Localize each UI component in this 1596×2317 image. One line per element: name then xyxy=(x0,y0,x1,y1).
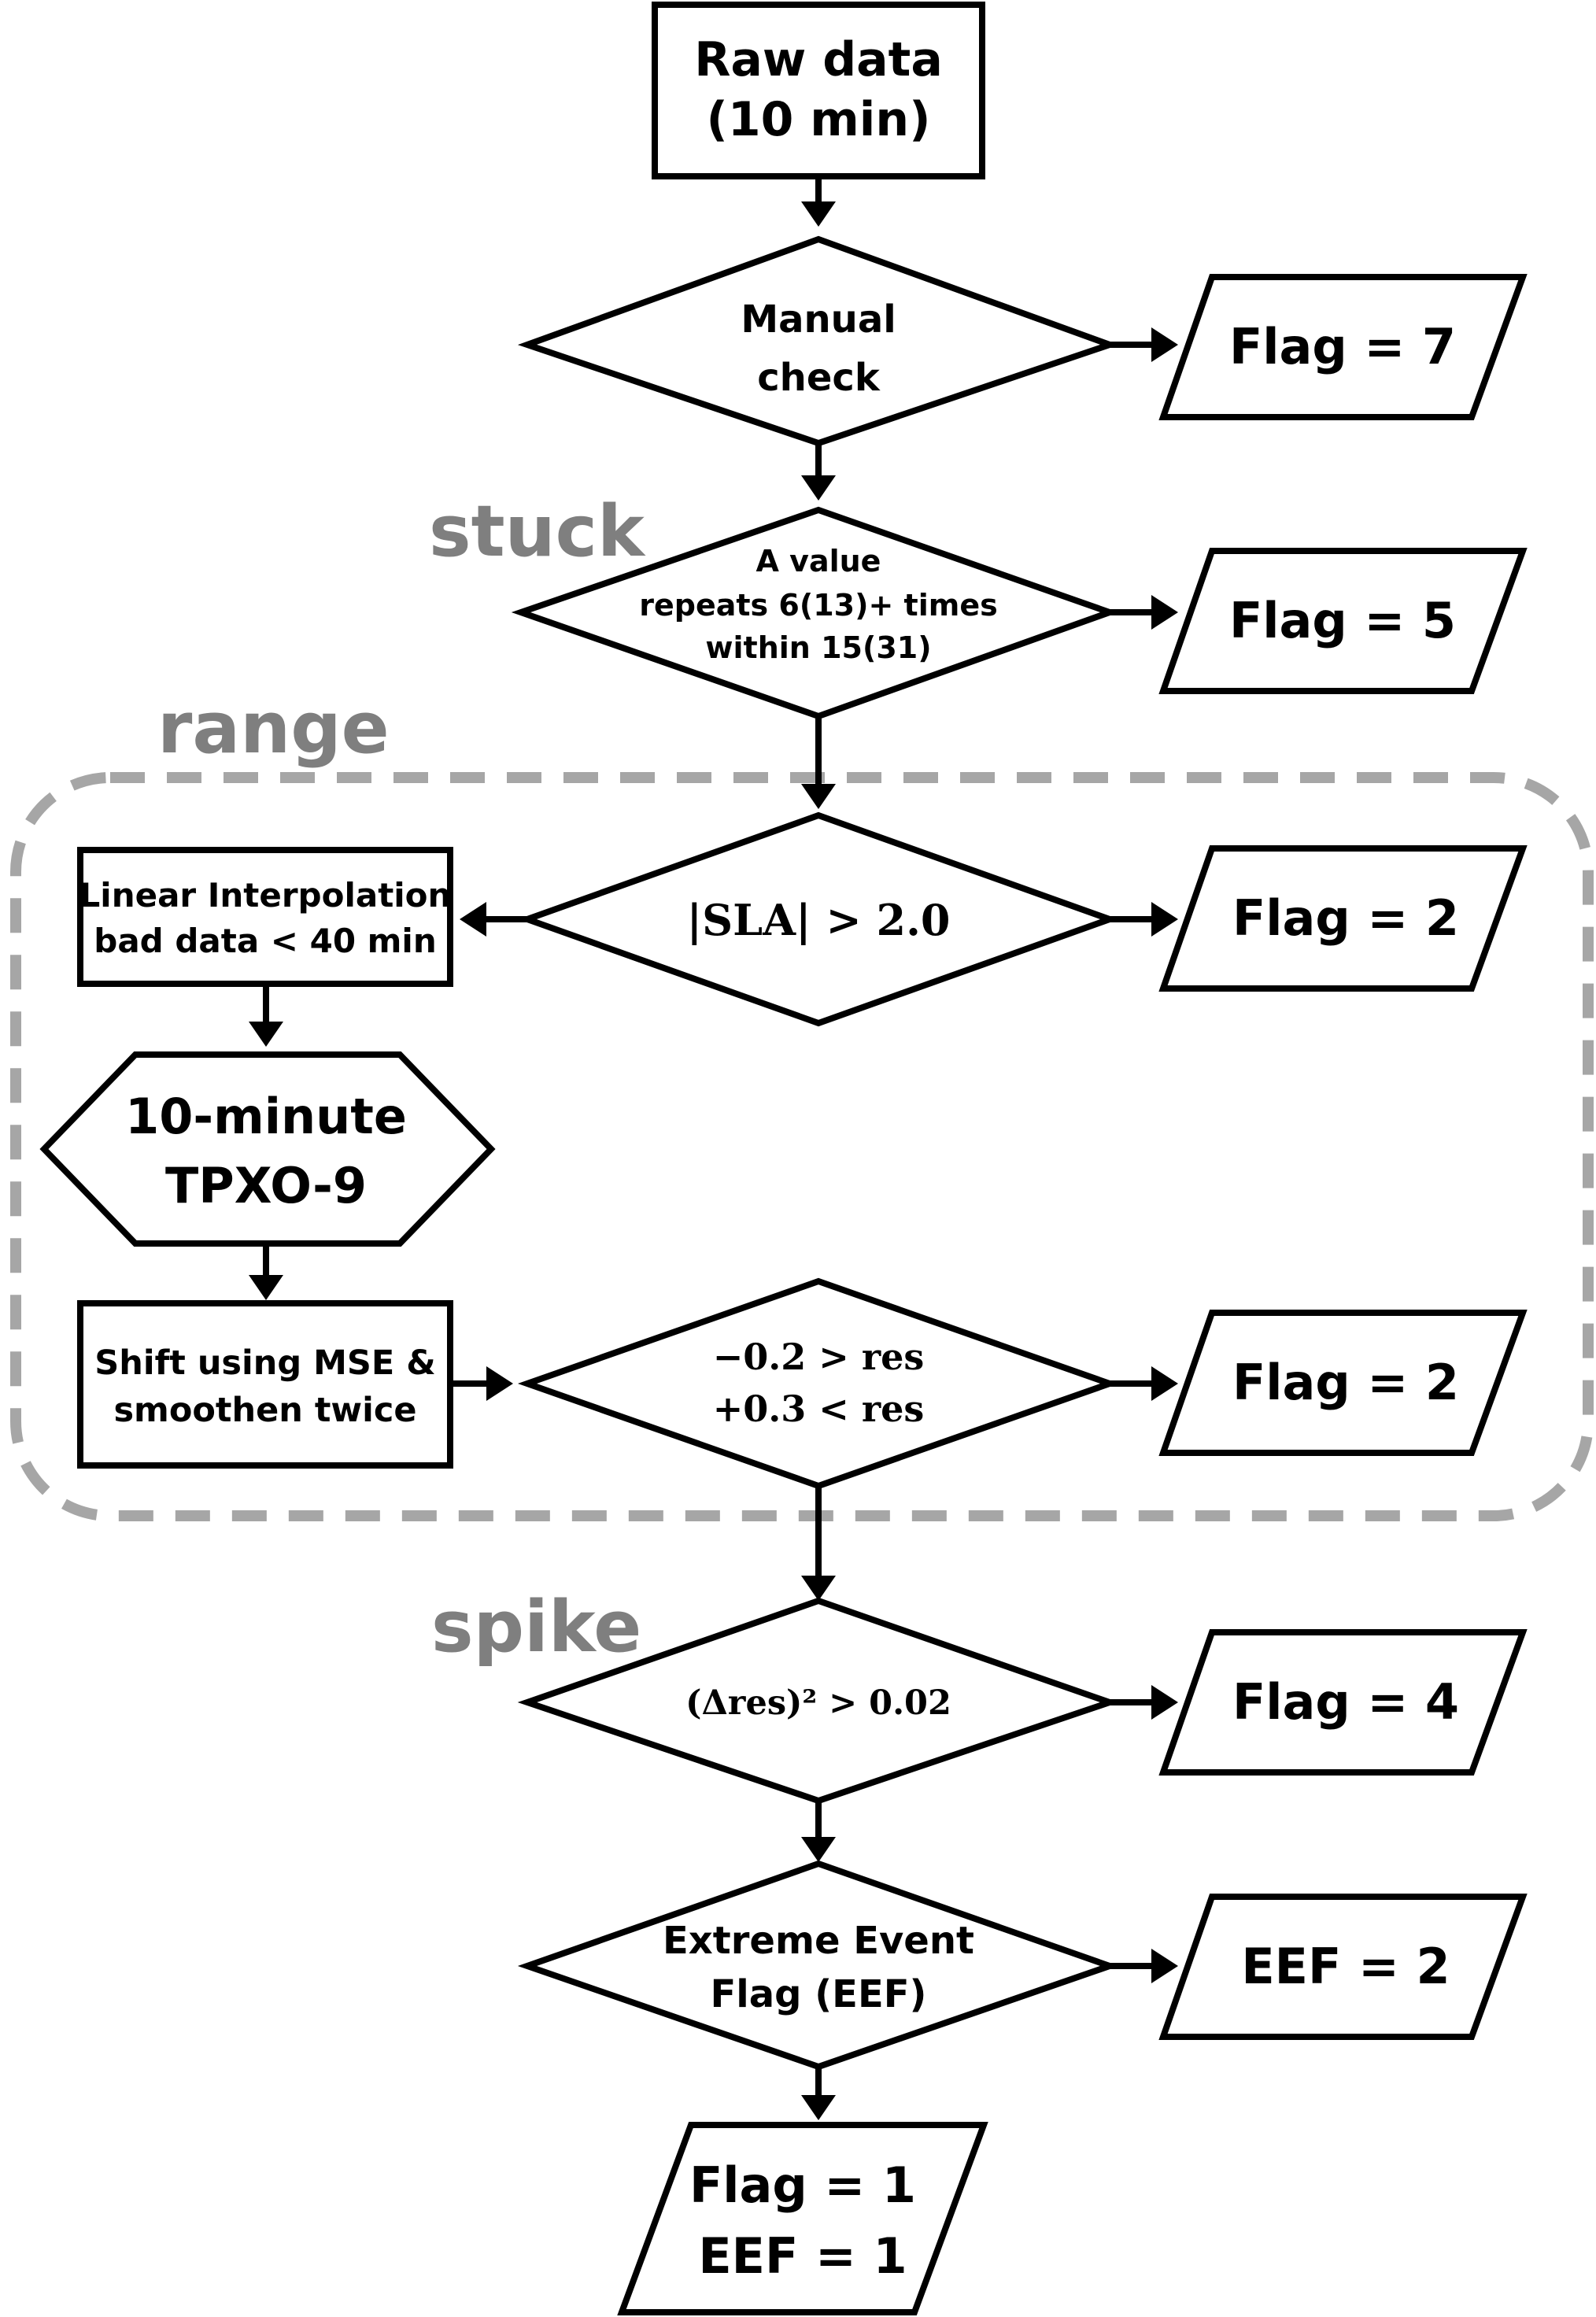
eef-flag-output: EEF = 2 xyxy=(1158,1894,1528,2040)
manual-check-line-1: Manual xyxy=(741,297,896,342)
manual-check-line-2: check xyxy=(757,356,881,400)
shift-smoothen-line-1: Shift using MSE & xyxy=(94,1343,435,1383)
eef-check-line-2: Flag (EEF) xyxy=(711,1972,927,2016)
raw-data-line-2: (10 min) xyxy=(706,92,930,147)
stuck-check-decision: A value repeats 6(13)+ times within 15(3… xyxy=(511,506,1119,720)
flag-stuck-output: Flag = 5 xyxy=(1158,548,1528,694)
spike-condition: (Δres)² > 0.02 xyxy=(685,1683,951,1723)
final-line-1: Flag = 1 xyxy=(689,2156,916,2214)
final-line-2: EEF = 1 xyxy=(698,2227,907,2285)
residual-condition-line-2: +0.3 < res xyxy=(713,1388,925,1430)
residual-condition-line-1: −0.2 > res xyxy=(713,1336,925,1378)
residual-range-decision: −0.2 > res +0.3 < res xyxy=(517,1277,1120,1490)
sla-range-condition: |SLA| > 2.0 xyxy=(687,895,951,946)
stuck-check-line-3: within 15(31) xyxy=(705,630,931,665)
shift-smoothen-node: Shift using MSE & smoothen twice xyxy=(77,1300,453,1469)
sla-range-decision: |SLA| > 2.0 xyxy=(518,811,1119,1027)
flag-residual-output: Flag = 2 xyxy=(1158,1310,1528,1456)
stuck-check-line-1: A value xyxy=(756,544,881,578)
spike-decision: (Δres)² > 0.02 xyxy=(517,1597,1120,1805)
tpxo-node: 10-minute TPXO-9 xyxy=(39,1051,496,1247)
eef-check-line-1: Extreme Event xyxy=(663,1919,974,1963)
connectors xyxy=(249,178,1178,2120)
flag-manual-text: Flag = 7 xyxy=(1229,318,1456,375)
raw-data-line-1: Raw data xyxy=(694,32,943,87)
section-label-stuck: stuck xyxy=(429,490,646,573)
tpxo-line-1: 10-minute xyxy=(125,1088,407,1145)
eef-decision: Extreme Event Flag (EEF) xyxy=(517,1860,1120,2071)
flag-spike-output: Flag = 4 xyxy=(1158,1629,1528,1776)
flag-range-text: Flag = 2 xyxy=(1232,889,1459,947)
linear-interpolation-line-2: bad data < 40 min xyxy=(94,922,436,960)
flag-stuck-text: Flag = 5 xyxy=(1229,592,1456,649)
range-group-boundary xyxy=(10,772,1594,1521)
manual-check-decision: Manual check xyxy=(517,235,1120,447)
section-label-range: range xyxy=(157,687,390,770)
eef-flag-text: EEF = 2 xyxy=(1241,1938,1450,1995)
flag-residual-text: Flag = 2 xyxy=(1232,1354,1459,1411)
flag-range-output: Flag = 2 xyxy=(1158,845,1528,992)
flag-manual-output: Flag = 7 xyxy=(1158,274,1528,420)
linear-interpolation-node: Linear Interpolation bad data < 40 min xyxy=(77,847,453,987)
tpxo-line-2: TPXO-9 xyxy=(165,1157,367,1214)
linear-interpolation-line-1: Linear Interpolation xyxy=(79,876,452,915)
raw-data-node: Raw data (10 min) xyxy=(652,2,985,179)
stuck-check-line-2: repeats 6(13)+ times xyxy=(639,588,997,623)
section-label-spike: spike xyxy=(431,1586,641,1668)
flag-spike-text: Flag = 4 xyxy=(1232,1673,1459,1731)
shift-smoothen-line-2: smoothen twice xyxy=(113,1391,416,1430)
final-output: Flag = 1 EEF = 1 xyxy=(617,2122,988,2315)
